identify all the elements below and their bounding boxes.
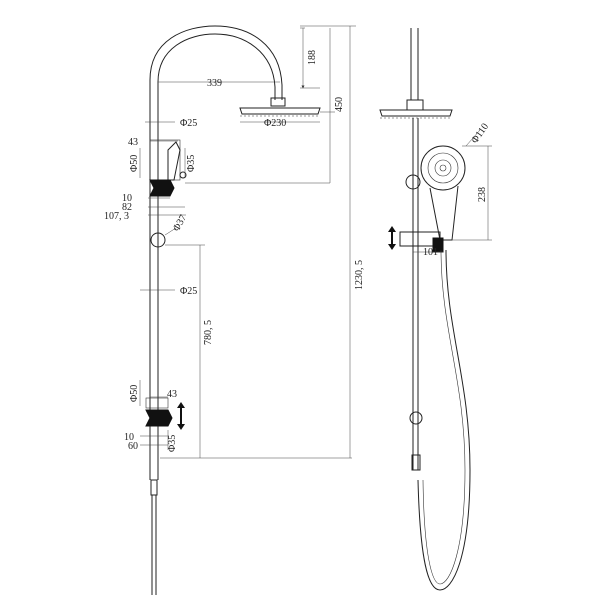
handshower-side (420, 145, 466, 241)
dim-25-top: Φ25 (180, 118, 197, 129)
diverter-knob (150, 232, 166, 248)
dim-50-top: Φ50 (129, 155, 140, 172)
dim-101: 101 (423, 247, 438, 258)
slide-arrow-icon (177, 402, 185, 430)
dim-60: 60 (128, 441, 138, 452)
dim-43-top: 43 (128, 137, 138, 148)
diverter-knob-side (405, 174, 421, 190)
dim-339: 339 (207, 78, 222, 89)
dim-35-bottom: Φ35 (167, 435, 178, 452)
dim-450: 450 (334, 97, 345, 112)
dim-43-bottom: 43 (167, 389, 177, 400)
gooseneck-arm (149, 25, 283, 100)
dim-110: Φ110 (469, 121, 491, 145)
lower-wall-bracket (145, 397, 173, 427)
dim-1230: 1230, 5 (354, 260, 365, 290)
dim-238: 238 (477, 187, 488, 202)
dim-780: 780, 5 (203, 320, 214, 345)
dim-188: 188 (307, 50, 318, 65)
dim-50-bottom: Φ50 (129, 385, 140, 402)
dim-25-mid: Φ25 (180, 286, 197, 297)
front-view: 188 450 1230, 5 339 Φ230 Φ25 43 Φ50 Φ35 … (104, 25, 365, 595)
dim-35-top: Φ35 (186, 155, 197, 172)
dim-10-bottom: 10 (124, 432, 134, 443)
lower-bracket-side (409, 411, 423, 425)
dim-230: Φ230 (264, 118, 286, 129)
dim-107: 107, 3 (104, 211, 129, 222)
shower-head-side (379, 109, 453, 117)
slide-arrow-icon-side (388, 226, 396, 250)
dim-10-top: 10 (122, 193, 132, 204)
side-view: Φ110 238 101 (379, 28, 492, 591)
hose (417, 249, 471, 591)
overhead-shower-head (239, 97, 321, 117)
dim-37: Φ37 (171, 213, 189, 233)
handshower-holder (149, 139, 187, 197)
dim-82: 82 (122, 202, 132, 213)
